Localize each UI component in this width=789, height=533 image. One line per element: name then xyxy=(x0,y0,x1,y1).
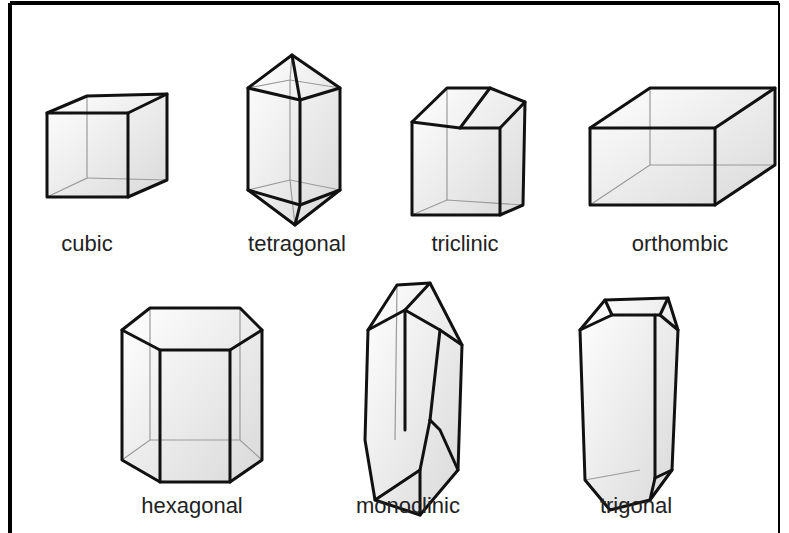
tetragonal-crystal xyxy=(248,55,340,225)
cubic-crystal xyxy=(47,94,167,197)
crystal-label: monoclinic xyxy=(356,494,460,518)
frame xyxy=(10,3,779,533)
crystal-label: orthombic xyxy=(632,232,729,256)
trigonal-crystal xyxy=(580,298,678,510)
triclinic-crystal xyxy=(412,88,525,215)
crystal-label: hexagonal xyxy=(141,494,243,518)
crystal-label: triclinic xyxy=(431,232,498,256)
hexagonal-crystal xyxy=(122,308,262,482)
crystal-label: trigonal xyxy=(600,494,672,518)
monoclinic-crystal xyxy=(365,283,462,515)
orthorhombic-crystal xyxy=(590,88,775,205)
crystal-label: tetragonal xyxy=(248,232,346,256)
crystal-label: cubic xyxy=(61,232,112,256)
